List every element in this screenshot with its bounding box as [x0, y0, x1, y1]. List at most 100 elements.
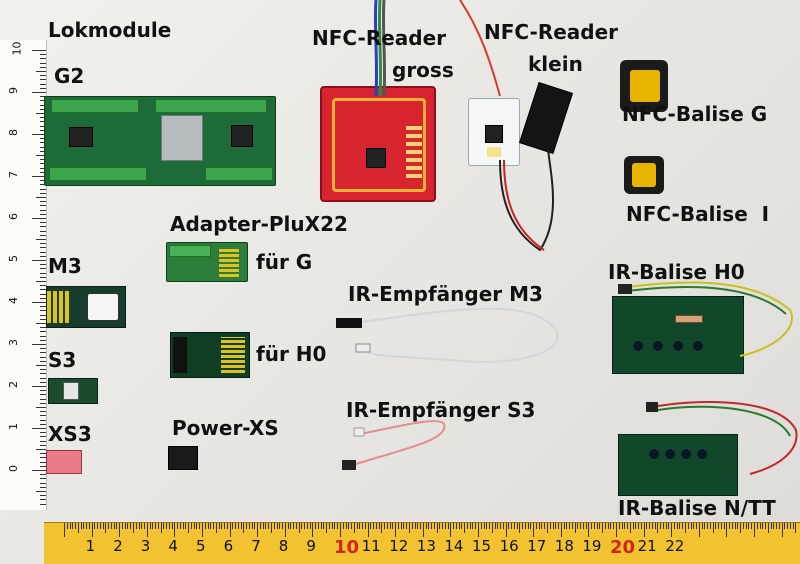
ruler-tick	[215, 523, 217, 533]
ruler-number: 8	[278, 537, 289, 555]
ruler-tick	[486, 523, 488, 529]
ruler-tick	[177, 523, 179, 529]
ruler-tick	[40, 243, 46, 245]
ruler-tick	[627, 523, 629, 529]
ruler-tick	[40, 411, 46, 413]
ruler-tick	[563, 523, 565, 529]
ruler-tick	[40, 125, 46, 127]
ruler-tick	[40, 226, 46, 228]
ruler-tick	[40, 482, 46, 484]
ruler-tick	[657, 523, 659, 533]
g2-wifi-module	[161, 115, 203, 161]
ruler-tick	[370, 523, 372, 529]
ruler-tick	[40, 318, 46, 320]
ruler-tick	[654, 523, 656, 529]
ruler-tick	[36, 239, 46, 240]
ruler-tick	[40, 247, 46, 249]
label-nfc-reader-klein-line1: NFC-Reader	[484, 20, 619, 44]
ruler-tick	[99, 523, 101, 529]
ruler-tick	[66, 523, 68, 529]
label-adapter-plux22: Adapter-PluX22	[170, 212, 348, 236]
label-ir-balise-ntt: IR-Balise N/TT	[618, 496, 776, 520]
ruler-number: 11	[361, 537, 381, 555]
ruler-tick	[32, 428, 46, 429]
ruler-tick	[602, 523, 604, 533]
ruler-tick	[673, 523, 675, 529]
ruler-tick	[491, 523, 493, 533]
ruler-tick	[312, 523, 314, 537]
ruler-tick	[729, 523, 731, 529]
ruler-tick	[309, 523, 311, 529]
ruler-tick	[502, 523, 504, 529]
ruler-tick	[748, 523, 750, 529]
ruler-tick	[301, 523, 303, 529]
ruler-tick	[665, 523, 667, 529]
ruler-number: 13	[416, 537, 436, 555]
ruler-tick	[538, 523, 540, 529]
ruler-tick	[243, 523, 245, 533]
ruler-tick	[566, 523, 568, 529]
ruler-tick	[32, 92, 46, 93]
ruler-tick	[593, 523, 595, 529]
ruler-tick	[436, 523, 438, 533]
ruler-tick	[569, 523, 571, 529]
ruler-number: 8	[7, 129, 20, 136]
ruler-tick	[102, 523, 104, 529]
ruler-tick	[105, 523, 107, 533]
ruler-tick	[400, 523, 402, 529]
ruler-tick	[770, 523, 772, 529]
ruler-tick	[40, 251, 46, 253]
ruler-number: 10	[10, 41, 24, 56]
label-nfc-reader-klein-line2: klein	[528, 52, 583, 76]
ruler-tick	[466, 523, 468, 529]
ruler-tick	[282, 523, 284, 529]
ruler-tick	[36, 323, 46, 324]
ruler-tick	[40, 129, 46, 131]
ruler-tick	[40, 423, 46, 425]
adapter-plux22-g	[166, 242, 248, 282]
ruler-tick	[69, 523, 71, 529]
ruler-tick	[188, 523, 190, 533]
ruler-tick	[494, 523, 496, 529]
ruler-tick	[607, 523, 609, 529]
ruler-tick	[480, 523, 482, 529]
ruler-tick	[246, 523, 248, 529]
ruler-tick	[334, 523, 336, 529]
ruler-tick	[149, 523, 151, 529]
ruler-tick	[40, 100, 46, 102]
ruler-tick	[40, 159, 46, 161]
ruler-tick	[781, 523, 783, 537]
ruler-tick	[40, 87, 46, 89]
ruler-tick	[624, 523, 626, 529]
ruler-tick	[560, 523, 562, 537]
ruler-tick	[693, 523, 695, 529]
ruler-tick	[72, 523, 74, 529]
ruler-number: 18	[554, 537, 574, 555]
ruler-tick	[386, 523, 388, 529]
ruler-tick	[304, 523, 306, 529]
ruler-tick	[179, 523, 181, 529]
ruler-tick	[787, 523, 789, 529]
label-nfc-reader-gross-line2: gross	[392, 58, 454, 82]
ruler-tick	[32, 218, 46, 219]
ruler-tick	[765, 523, 767, 529]
ruler-tick	[40, 201, 46, 203]
ruler-tick	[174, 523, 176, 537]
ruler-tick	[720, 523, 722, 529]
ruler-tick	[40, 444, 46, 446]
ruler-tick	[40, 436, 46, 438]
ruler-tick	[513, 523, 515, 529]
ruler-tick	[204, 523, 206, 529]
ruler-number: 19	[582, 537, 602, 555]
ruler-tick	[36, 365, 46, 366]
ruler-tick	[599, 523, 601, 529]
adapter-plux22-h0	[170, 332, 250, 378]
ruler-tick	[425, 523, 427, 529]
ruler-tick	[40, 499, 46, 501]
ruler-tick	[40, 209, 46, 211]
ruler-tick	[40, 54, 46, 56]
ruler-tick	[737, 523, 739, 529]
ruler-tick	[345, 523, 347, 529]
ruler-tick	[709, 523, 711, 529]
ruler-tick	[40, 222, 46, 224]
